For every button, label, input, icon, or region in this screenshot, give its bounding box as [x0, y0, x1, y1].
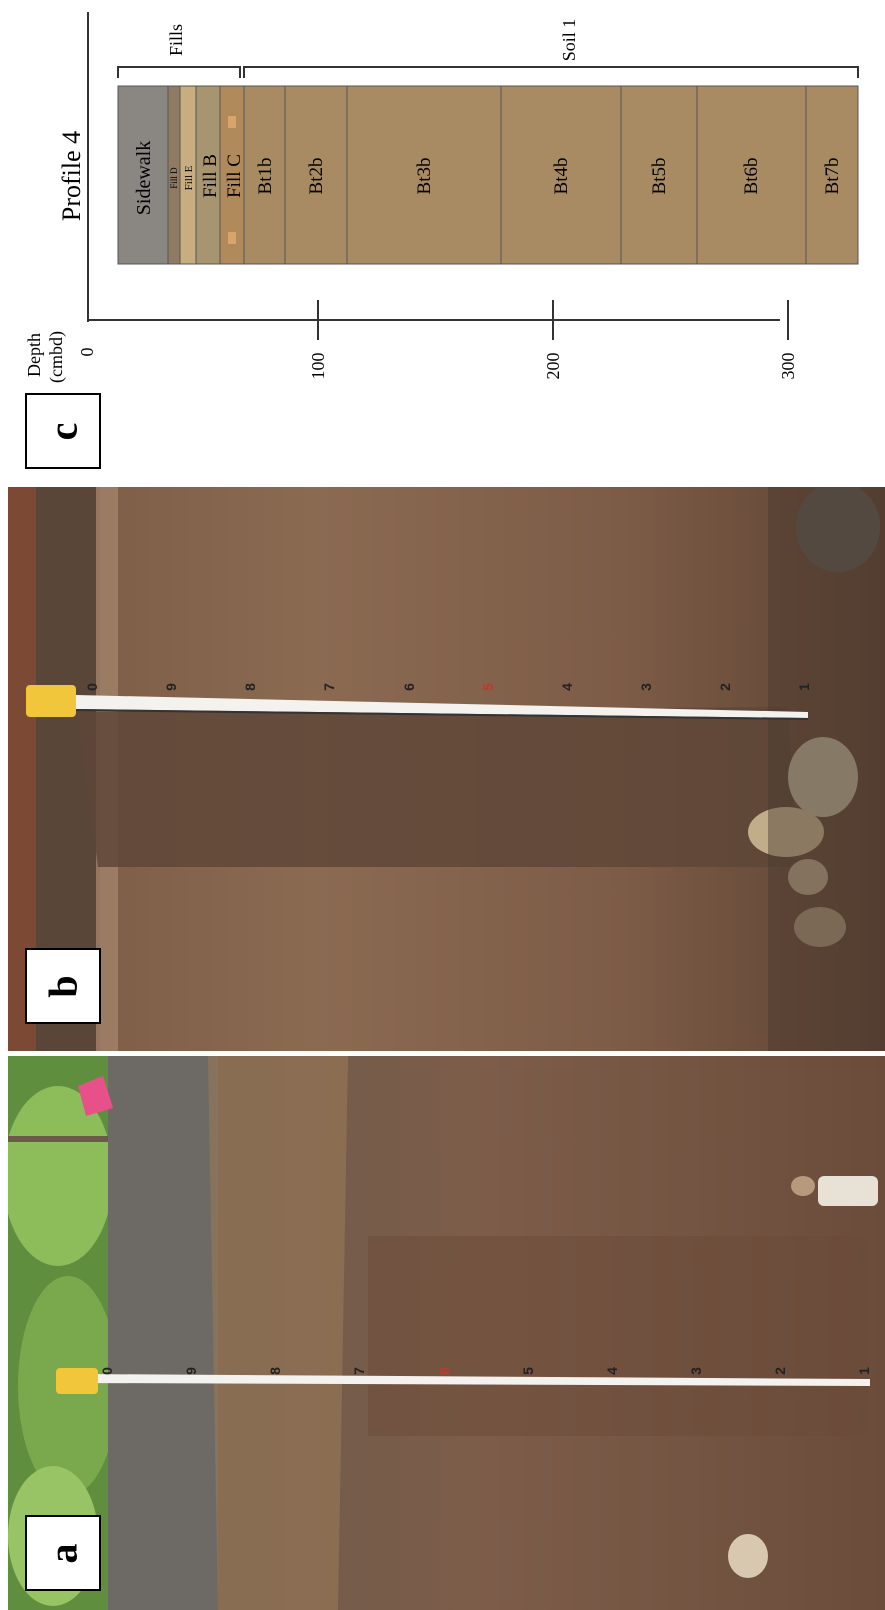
tape-a-mark-8: 8	[267, 1367, 284, 1375]
horizon-column	[117, 85, 859, 265]
horizon-label-bt4b: Bt4b	[551, 158, 572, 195]
depth-tick-label-200: 200	[543, 353, 563, 380]
horizon-label-fill-b: Fill B	[200, 154, 221, 198]
tape-b-mark-3: 3	[637, 683, 654, 691]
horizon-bt3b	[346, 85, 502, 265]
tape-measure-a: 0 9 8 7 6 5 4 3 2 1	[99, 1361, 872, 1381]
tape-a-mark-4: 4	[603, 1367, 620, 1375]
horizon-label-bt3b: Bt3b	[414, 158, 435, 195]
soil-profile-photo-b: 0 9 8 7 6 5 4 3 2 1	[8, 487, 885, 1051]
panel-label-a: a	[25, 1515, 101, 1591]
tape-a-mark-7: 7	[351, 1367, 368, 1375]
photo-b-scene	[8, 487, 885, 1051]
soil-bracket	[243, 66, 859, 78]
tape-a-mark-6: 6	[435, 1367, 452, 1375]
depth-tick-label-0: 0	[77, 348, 97, 357]
panel-label-c: c	[25, 393, 101, 469]
horizon-fill-b	[195, 85, 221, 265]
panel-label-b: b	[25, 948, 101, 1024]
depth-tick-label-300: 300	[778, 353, 798, 380]
horizon-bt4b	[500, 85, 622, 265]
tape-b-mark-8: 8	[242, 683, 259, 691]
horizon-bt2b	[284, 85, 348, 265]
horizon-label-sidewalk: Sidewalk	[133, 141, 155, 215]
tape-a-mark-1: 1	[856, 1367, 873, 1375]
depth-axis-label-line1: Depth	[24, 333, 44, 377]
tape-a-mark-0: 0	[98, 1367, 115, 1375]
tape-measure-b: 0 9 8 7 6 5 4 3 2 1	[84, 677, 812, 697]
fill-c-spot-2	[228, 232, 236, 244]
horizon-label-fill-e: Fill E	[183, 165, 195, 190]
tape-b-mark-0: 0	[83, 683, 100, 691]
tape-b-mark-4: 4	[558, 683, 575, 691]
tape-a-mark-3: 3	[687, 1367, 704, 1375]
profile-diagram: Profile 4 Depth (cmbd) 0 100 200 300 Fil…	[24, 12, 859, 383]
tape-b-mark-7: 7	[321, 683, 338, 691]
tape-b-mark-1: 1	[796, 683, 813, 691]
horizon-bt5b	[620, 85, 698, 265]
tape-b-mark-2: 2	[716, 683, 733, 691]
horizon-label-fill-c: Fill C	[224, 154, 245, 198]
tape-b-mark-6: 6	[400, 683, 417, 691]
horizon-label-bt1b: Bt1b	[255, 158, 276, 195]
depth-tick-label-100: 100	[308, 353, 328, 380]
horizon-bt6b	[696, 85, 807, 265]
horizon-label-bt6b: Bt6b	[741, 158, 762, 195]
depth-axis-label-line2: (cmbd)	[46, 331, 67, 383]
tape-a-mark-9: 9	[183, 1367, 200, 1375]
tape-b-mark-5: 5	[479, 683, 496, 691]
soil-profile-photo-a: 0 9 8 7 6 5 4 3 2 1	[8, 1056, 885, 1610]
tape-b-mark-9: 9	[163, 683, 180, 691]
soil-group-label: Soil 1	[559, 19, 579, 62]
profile-title: Profile 4	[57, 131, 86, 221]
tape-a-mark-2: 2	[771, 1367, 788, 1375]
horizon-bt1b	[243, 85, 286, 265]
horizon-label-bt5b: Bt5b	[649, 158, 670, 195]
horizon-label-fill-d: Fill D	[169, 167, 179, 189]
fills-group-label: Fills	[166, 24, 186, 56]
horizon-label-bt2b: Bt2b	[306, 158, 327, 195]
horizon-label-bt7b: Bt7b	[822, 158, 843, 195]
fill-c-spot-1	[228, 116, 236, 128]
fills-bracket	[117, 66, 241, 78]
tape-a-mark-5: 5	[519, 1367, 536, 1375]
photo-a-scene	[8, 1056, 885, 1610]
horizon-sidewalk	[117, 85, 169, 265]
horizon-bt7b	[805, 85, 859, 265]
